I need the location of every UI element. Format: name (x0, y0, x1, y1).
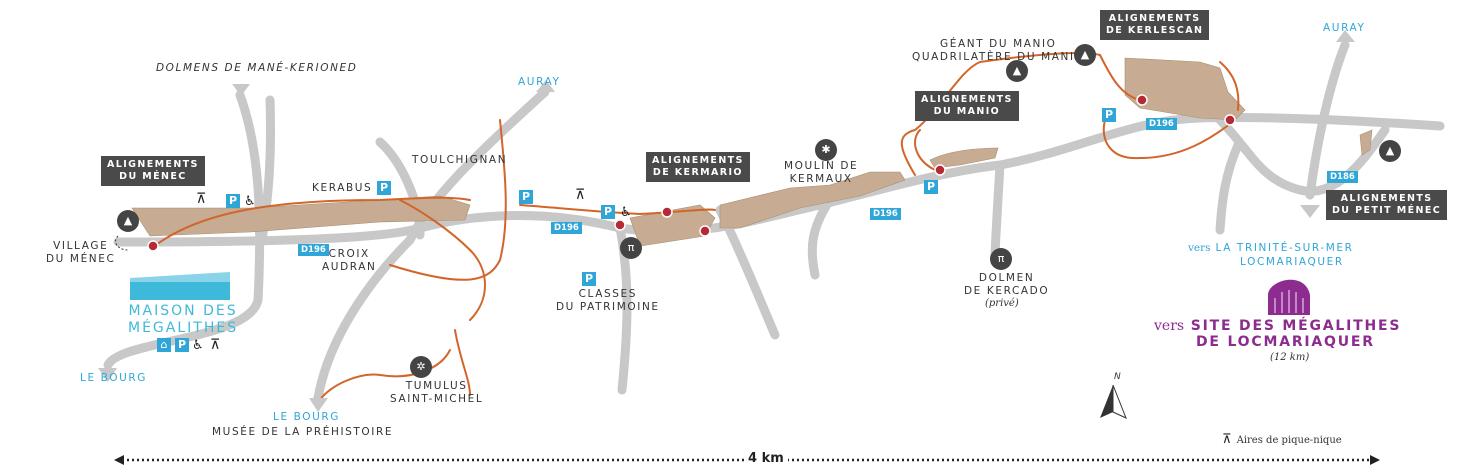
parking-icon[interactable]: P (601, 205, 615, 219)
site-points (147, 94, 1236, 252)
dest-site-prefix: vers (1154, 318, 1185, 334)
legend-picnic-label: Aires de pique-nique (1236, 435, 1342, 446)
label-maison-megalithes[interactable]: MAISON DES MÉGALITHES (128, 303, 239, 336)
menhir-icon: ▲ (117, 210, 139, 232)
locmariaquer-icon (1268, 279, 1310, 315)
dolmen-icon: π (620, 237, 642, 259)
wheelchair-icon: ♿ (192, 338, 204, 353)
picnic-icon: ⊼ (210, 337, 221, 353)
road-d186: D186 (1327, 171, 1358, 183)
parking-icon[interactable]: P (1102, 108, 1116, 122)
dest-auray-1[interactable]: AURAY (518, 76, 561, 88)
tag-alignements-kerlescan[interactable]: ALIGNEMENTS DE KERLESCAN (1100, 10, 1210, 40)
label-musee: MUSÉE DE LA PRÉHISTOIRE (212, 426, 394, 438)
direction-arrows (98, 30, 1355, 412)
dest-trinite[interactable]: vers LA TRINITÉ-SUR-MER (1188, 242, 1354, 255)
label-village-menec: VILLAGE DU MÉNEC (46, 240, 116, 265)
dolmen-icon: π (990, 248, 1012, 270)
label-toulchignan: TOULCHIGNAN (412, 154, 508, 166)
parking-icon[interactable]: P (377, 181, 391, 195)
village-pointer (115, 235, 129, 251)
menhir-icon: ▲ (1379, 140, 1401, 162)
tag-alignements-manio[interactable]: ALIGNEMENTS DU MANIO (915, 91, 1019, 121)
road-d196-1: D196 (298, 244, 329, 256)
legend: ⊼ Aires de pique-nique (1222, 428, 1342, 447)
parking-icon[interactable]: P (519, 190, 533, 204)
dest-site-2: DE LOCMARIAQUER (1196, 334, 1375, 350)
scale-label: 4 km (744, 451, 788, 466)
dest-site-megalithes[interactable]: vers SITE DES MÉGALITHES (1154, 318, 1401, 335)
dest-auray-2[interactable]: AURAY (1323, 22, 1366, 34)
trails (151, 52, 1240, 401)
menhir-icon: ▲ (1006, 60, 1028, 82)
label-classes-patrimoine: CLASSES DU PATRIMOINE (556, 288, 660, 313)
dest-trinite-prefix: vers (1188, 242, 1211, 254)
road-d196-3: D196 (870, 208, 901, 220)
dest-site-km: (12 km) (1270, 352, 1310, 363)
parking-icon[interactable]: P (582, 272, 596, 286)
north-label: N (1114, 372, 1121, 382)
wheelchair-icon: ♿ (244, 194, 256, 209)
label-dolmens-mane-kerioned: DOLMENS DE MANÉ-KERIONED (156, 62, 358, 74)
dest-le-bourg-2[interactable]: LE BOURG (273, 411, 341, 423)
dest-trinite-name: LA TRINITÉ-SUR-MER (1215, 242, 1354, 254)
wheelchair-icon: ♿ (620, 205, 632, 220)
parking-icon[interactable]: P (226, 194, 240, 208)
menhir-icon: ▲ (1074, 44, 1096, 66)
info-building-icon: ⌂ (157, 338, 171, 352)
picnic-icon: ⊼ (575, 187, 586, 203)
dest-site-name: SITE DES MÉGALITHES (1190, 318, 1402, 334)
tag-alignements-petit-menec[interactable]: ALIGNEMENTS DU PETIT MÉNEC (1326, 190, 1448, 220)
tag-alignements-menec[interactable]: ALIGNEMENTS DU MÉNEC (101, 156, 205, 186)
maison-building (130, 272, 230, 300)
label-croix-audran: CROIX AUDRAN (322, 248, 377, 273)
mill-icon: ✱ (815, 139, 837, 161)
label-geant-manio: GÉANT DU MANIO QUADRILATÈRE DU MANIO (912, 38, 1085, 63)
parking-icon[interactable]: P (175, 338, 189, 352)
label-tumulus: TUMULUS SAINT-MICHEL (390, 380, 484, 405)
label-dolmen-kercado: DOLMEN DE KERCADO (964, 272, 1050, 297)
label-moulin-kermaux: MOULIN DE KERMAUX (784, 160, 859, 185)
picnic-icon: ⊼ (196, 191, 207, 207)
label-kerabus: KERABUS (312, 182, 373, 194)
stone-fields (131, 57, 1373, 247)
dest-locmariaquer[interactable]: LOCMARIAQUER (1240, 256, 1344, 268)
road-d196-2: D196 (551, 222, 582, 234)
picnic-icon: ⊼ (1222, 432, 1232, 447)
label-prive: (privé) (985, 298, 1019, 309)
tumulus-icon: ✲ (410, 356, 432, 378)
north-arrow (1100, 384, 1127, 419)
road-d196-4: D196 (1146, 118, 1177, 130)
dest-le-bourg-1[interactable]: LE BOURG (80, 372, 148, 384)
parking-icon[interactable]: P (924, 180, 938, 194)
tag-alignements-kermario[interactable]: ALIGNEMENTS DE KERMARIO (646, 152, 750, 182)
